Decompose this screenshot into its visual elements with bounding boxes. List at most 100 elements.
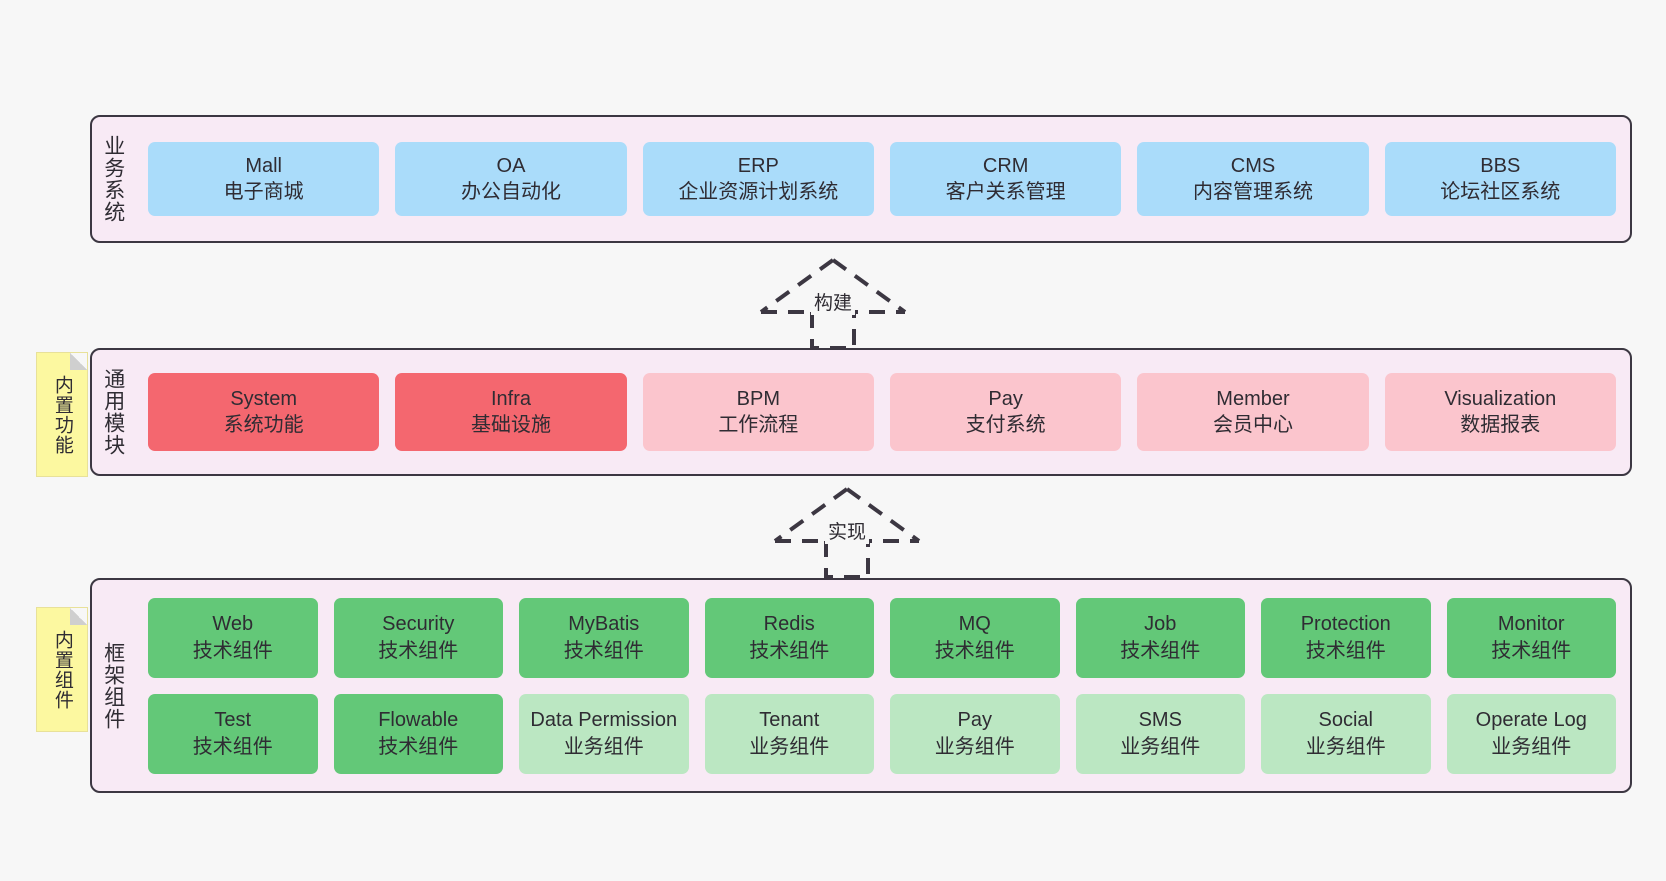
node-label-cn: 办公自动化 [460, 181, 561, 203]
node-label-en: BBS [1480, 154, 1521, 177]
node-erp[interactable]: ERP 企业资源计划系统 [642, 142, 874, 216]
node-label-cn: 业务组件 [1305, 735, 1386, 758]
node-pay[interactable]: Pay 支付系统 [889, 373, 1122, 451]
node-label-en: Mall [245, 154, 282, 177]
node-label-cn: 工作流程 [718, 414, 799, 436]
note-builtin-function-label: 内置功能 [51, 374, 73, 455]
node-label-en: Visualization [1444, 387, 1557, 410]
node-mq[interactable]: MQ 技术组件 [890, 597, 1060, 678]
node-label-en: OA [496, 154, 526, 177]
node-label-en: Social [1318, 709, 1373, 732]
node-visualization[interactable]: Visualization 数据报表 [1384, 373, 1616, 451]
node-row: Mall 电子商城 OA 办公自动化 ERP 企业资源计划系统 CRM 客户关系… [148, 142, 1616, 216]
node-job[interactable]: Job 技术组件 [1075, 597, 1245, 678]
node-security[interactable]: Security 技术组件 [333, 597, 503, 678]
node-label-cn: 内容管理系统 [1192, 181, 1313, 203]
node-infra[interactable]: Infra 基础设施 [395, 373, 627, 451]
node-web[interactable]: Web 技术组件 [148, 597, 318, 678]
node-label-en: Security [382, 613, 455, 636]
node-label-cn: 技术组件 [1305, 639, 1386, 662]
layer-business-system-title: 业务系统 [101, 135, 125, 223]
node-mybatis[interactable]: MyBatis 技术组件 [519, 597, 689, 678]
layer-framework-component-title: 框架组件 [101, 641, 125, 730]
node-label-cn: 支付系统 [965, 414, 1046, 436]
node-label-en: Tenant [759, 709, 820, 732]
node-label-cn: 电子商城 [223, 181, 304, 203]
node-bpm[interactable]: BPM 工作流程 [642, 373, 874, 451]
node-label-en: Pay [957, 709, 992, 732]
node-member[interactable]: Member 会员中心 [1137, 373, 1369, 451]
node-oa[interactable]: OA 办公自动化 [395, 142, 627, 216]
node-sms[interactable]: SMS 业务组件 [1075, 693, 1245, 774]
node-label-en: BPM [736, 387, 780, 410]
node-label-cn: 系统功能 [223, 414, 304, 436]
note-builtin-function[interactable]: 内置功能 [36, 352, 88, 477]
arrow-build: 构建 [758, 258, 908, 350]
node-label-en: Operate Log [1475, 709, 1587, 732]
node-system[interactable]: System 系统功能 [148, 373, 380, 451]
node-label-en: SMS [1138, 709, 1182, 732]
node-label-en: MQ [958, 613, 991, 636]
node-mall[interactable]: Mall 电子商城 [148, 142, 380, 216]
node-label-cn: 技术组件 [563, 639, 644, 662]
layer-common-module-title: 通用模块 [101, 368, 125, 456]
node-label-en: ERP [737, 154, 779, 177]
node-test[interactable]: Test 技术组件 [148, 693, 318, 774]
node-label-cn: 技术组件 [1491, 639, 1572, 662]
node-label-cn: 基础设施 [470, 414, 551, 436]
node-cms[interactable]: CMS 内容管理系统 [1137, 142, 1369, 216]
node-tenant[interactable]: Tenant 业务组件 [704, 693, 874, 774]
node-label-en: Test [214, 709, 252, 732]
node-row: Test 技术组件 Flowable 技术组件 Data Permission … [148, 693, 1616, 774]
arrow-implement: 实现 [772, 487, 922, 579]
node-social[interactable]: Social 业务组件 [1261, 693, 1431, 774]
node-data-permission[interactable]: Data Permission 业务组件 [519, 693, 689, 774]
node-label-cn: 业务组件 [563, 735, 644, 758]
layer-business-system[interactable]: 业务系统 Mall 电子商城 OA 办公自动化 ERP 企业资源计划系统 CRM… [90, 115, 1632, 243]
node-label-en: CMS [1230, 154, 1276, 177]
layer-framework-component-body: Web 技术组件 Security 技术组件 MyBatis 技术组件 Redi… [134, 580, 1630, 791]
layer-business-system-body: Mall 电子商城 OA 办公自动化 ERP 企业资源计划系统 CRM 客户关系… [134, 117, 1630, 241]
node-label-cn: 技术组件 [378, 735, 459, 758]
layer-common-module-body: System 系统功能 Infra 基础设施 BPM 工作流程 Pay 支付系统… [134, 350, 1630, 474]
node-label-en: MyBatis [568, 613, 640, 636]
node-label-cn: 业务组件 [749, 735, 830, 758]
arrow-implement-label: 实现 [824, 517, 870, 544]
node-pay-business[interactable]: Pay 业务组件 [890, 693, 1060, 774]
node-crm[interactable]: CRM 客户关系管理 [889, 142, 1122, 216]
node-label-cn: 数据报表 [1460, 414, 1541, 436]
node-label-en: Web [212, 613, 254, 636]
node-label-cn: 业务组件 [1491, 735, 1572, 758]
node-label-en: System [230, 387, 297, 410]
node-label-en: Protection [1300, 613, 1391, 636]
node-label-cn: 会员中心 [1212, 414, 1293, 436]
layer-framework-component[interactable]: 框架组件 Web 技术组件 Security 技术组件 MyBatis 技术组件… [90, 578, 1632, 793]
node-bbs[interactable]: BBS 论坛社区系统 [1384, 142, 1616, 216]
node-redis[interactable]: Redis 技术组件 [704, 597, 874, 678]
note-builtin-component[interactable]: 内置组件 [36, 607, 88, 732]
node-operate-log[interactable]: Operate Log 业务组件 [1446, 693, 1616, 774]
node-monitor[interactable]: Monitor 技术组件 [1446, 597, 1616, 678]
node-label-cn: 业务组件 [934, 735, 1015, 758]
node-label-en: CRM [982, 154, 1029, 177]
node-label-en: Redis [763, 613, 815, 636]
node-label-cn: 技术组件 [378, 639, 459, 662]
note-builtin-component-label: 内置组件 [51, 629, 73, 710]
node-label-cn: 技术组件 [934, 639, 1015, 662]
node-label-en: Monitor [1497, 613, 1565, 636]
node-label-cn: 客户关系管理 [945, 181, 1066, 203]
node-label-en: Job [1144, 613, 1177, 636]
arrow-build-label: 构建 [810, 288, 856, 315]
node-label-cn: 技术组件 [749, 639, 830, 662]
node-protection[interactable]: Protection 技术组件 [1261, 597, 1431, 678]
node-label-cn: 业务组件 [1120, 735, 1201, 758]
node-label-en: Pay [988, 387, 1023, 410]
node-label-cn: 技术组件 [192, 735, 273, 758]
node-label-cn: 技术组件 [1120, 639, 1201, 662]
node-flowable[interactable]: Flowable 技术组件 [333, 693, 503, 774]
node-label-cn: 论坛社区系统 [1440, 181, 1561, 203]
layer-common-module[interactable]: 通用模块 System 系统功能 Infra 基础设施 BPM 工作流程 Pay… [90, 348, 1632, 476]
node-label-en: Flowable [378, 709, 459, 732]
node-label-cn: 企业资源计划系统 [678, 181, 839, 203]
